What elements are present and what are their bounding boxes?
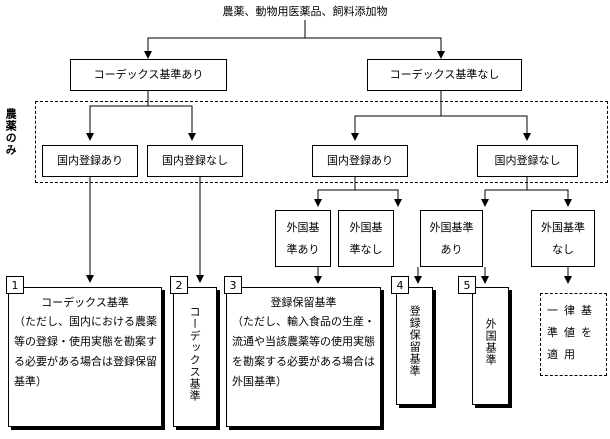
foreign-yes-box-1: 外国基準あり — [275, 210, 331, 267]
domestic-yes-box-left: 国内登録あり — [42, 145, 138, 177]
foreign-yes-box-2: 外国基準あり — [420, 210, 483, 267]
pesticide-only-region — [35, 101, 608, 183]
outcome-1-number: 1 — [6, 276, 24, 294]
outcome-6-box — [540, 293, 607, 376]
outcome-3-body: （ただし、輸入食品の生産・流通や当該農薬等の使用実態を勘案する必要がある場合は外… — [232, 315, 375, 388]
domestic-no-box-right: 国内登録なし — [477, 145, 578, 177]
foreign-no-box-2: 外国基準なし — [531, 210, 595, 267]
outcome-6-text: 一律基準値を適用 — [547, 304, 598, 361]
codex-yes-box: コーデックス基準あり — [70, 59, 227, 91]
outcome-2-box — [173, 287, 217, 427]
root-label: 農薬、動物用医薬品、飼料添加物 — [222, 5, 388, 18]
outcome-1-box — [8, 287, 162, 427]
domestic-no-box-left: 国内登録なし — [147, 145, 243, 177]
foreign-yes-label-1: 外国基準あり — [286, 220, 320, 256]
outcome-4-number: 4 — [391, 276, 409, 294]
pesticide-only-label: 農薬のみ — [4, 108, 18, 156]
codex-no-box: コーデックス基準なし — [367, 59, 522, 91]
outcome-5-number: 5 — [458, 276, 476, 294]
outcome-3-number: 3 — [224, 276, 242, 294]
foreign-no-box-1: 外国基準なし — [338, 210, 394, 267]
outcome-3-title: 登録保留基準 — [270, 296, 337, 309]
outcome-1-body: （ただし、国内における農薬等の登録・使用実態を勘案する必要がある場合は登録保留基… — [14, 315, 157, 388]
foreign-no-label-2: 外国基準なし — [541, 220, 585, 256]
outcome-4-text: 登録保留基準 — [408, 305, 422, 377]
foreign-yes-label-2: 外国基準あり — [429, 220, 474, 256]
outcome-5-text: 外国基準 — [484, 318, 498, 366]
outcome-5-box — [472, 287, 509, 405]
domestic-yes-box-right: 国内登録あり — [312, 145, 408, 177]
outcome-4-box — [396, 287, 433, 405]
outcome-3-box — [226, 287, 381, 427]
outcome-2-text: コーデックス基準 — [188, 306, 202, 402]
outcome-1-title: コーデックス基準 — [41, 296, 129, 309]
foreign-no-label-1: 外国基準なし — [349, 220, 383, 256]
outcome-2-number: 2 — [170, 276, 188, 294]
